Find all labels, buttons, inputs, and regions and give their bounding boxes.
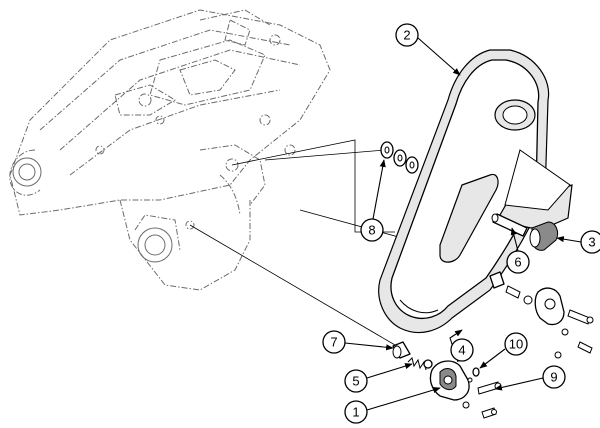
callout-3: 3 [556, 230, 600, 254]
callout-9: 9 [494, 365, 566, 391]
callout-2-label: 2 [403, 28, 410, 43]
callout-1: 1 [344, 387, 441, 424]
right-hardware-cluster [489, 271, 594, 359]
callout-7-label: 7 [330, 335, 337, 350]
callout-10: 10 [479, 332, 528, 369]
callout-5-label: 5 [352, 374, 359, 389]
callout-5: 5 [344, 363, 413, 393]
callout-6-label: 6 [514, 255, 521, 270]
small-washer-part [472, 367, 480, 377]
callout-4-label: 4 [458, 343, 465, 358]
latch-plate-part [429, 360, 470, 401]
callout-6: 6 [506, 227, 530, 274]
callout-2: 2 [395, 23, 461, 76]
bracket-arm-part [378, 49, 573, 333]
callout-4: 4 [449, 329, 474, 363]
callout-3-label: 3 [588, 235, 595, 250]
callout-1-label: 1 [352, 405, 359, 420]
ball-part [423, 359, 433, 369]
pin-part [491, 213, 528, 237]
callout-7: 7 [322, 330, 394, 354]
callout-10-label: 10 [509, 337, 523, 352]
callout-9-label: 9 [550, 370, 557, 385]
callout-8-label: 8 [368, 223, 375, 238]
callout-8: 8 [360, 159, 386, 242]
bushing-part [392, 341, 411, 359]
washers-part [380, 141, 419, 174]
tractor-frame-ghost [9, 9, 331, 291]
knob-part [529, 221, 559, 251]
